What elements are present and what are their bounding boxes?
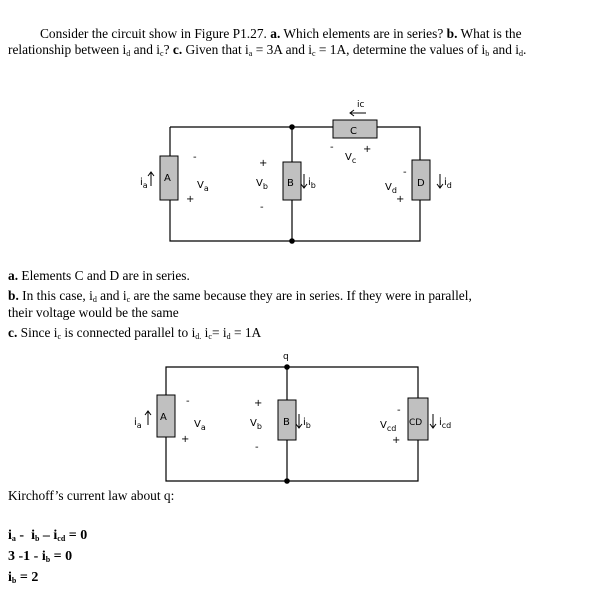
kirchoff-label: Kirchoff’s current law about q: — [8, 488, 175, 503]
answer-c: c. Since ic is connected parallel to id.… — [8, 325, 262, 341]
node-bottom — [289, 238, 295, 244]
voltage-vc-label: Vc — [345, 152, 356, 165]
current-ib2-label: ib — [303, 417, 311, 430]
element-cd-label: CD — [409, 418, 422, 428]
svg-text:-: - — [397, 405, 401, 416]
voltage-vcd-label: Vcd — [380, 420, 396, 433]
svg-text:-: - — [186, 396, 190, 407]
svg-text:+: + — [259, 158, 267, 169]
voltage-vb2-label: Vb — [250, 418, 262, 431]
answer-b-cont: their voltage would be the same — [8, 305, 179, 320]
element-b-2 — [277, 399, 297, 441]
element-a2-label: A — [160, 412, 167, 423]
answer-a: a. Elements C and D are in series. — [8, 268, 190, 283]
equation-3: ib = 2 — [8, 570, 39, 585]
problem-statement: Consider the circuit show in Figure P1.2… — [8, 26, 527, 58]
node-top — [289, 124, 295, 130]
current-ib-label: ib — [308, 177, 316, 190]
current-id-label: id — [444, 177, 452, 190]
element-a-2 — [156, 394, 176, 438]
current-ia2-label: ia — [134, 417, 142, 430]
svg-text:+: + — [186, 194, 194, 205]
current-icd-label: icd — [439, 417, 451, 430]
current-ia-label: ia — [140, 177, 148, 190]
svg-text:-: - — [260, 202, 264, 213]
node-q-label: q — [283, 352, 289, 362]
node-q — [284, 364, 290, 370]
element-a-1 — [159, 155, 179, 201]
element-b-label: B — [287, 178, 294, 189]
svg-text:-: - — [193, 152, 197, 163]
svg-text:+: + — [254, 398, 262, 409]
equation-1: ia - ib – icd = 0 — [8, 528, 88, 543]
answer-b: b. In this case, id and ic are the same … — [8, 288, 472, 304]
element-cd-2 — [407, 397, 429, 441]
svg-text:+: + — [181, 434, 189, 445]
voltage-vd-label: Vd — [385, 182, 397, 195]
element-d-1 — [411, 159, 431, 201]
current-ic-label: ic — [357, 100, 365, 110]
svg-text:+: + — [392, 435, 400, 446]
element-b-1 — [282, 161, 302, 201]
equation-2: 3 -1 - ib = 0 — [8, 549, 73, 564]
voltage-va2-label: Va — [194, 419, 206, 432]
voltage-vb-label: Vb — [256, 178, 268, 191]
svg-text:-: - — [255, 442, 259, 453]
element-d-label: D — [417, 178, 425, 189]
voltage-va-label: Va — [197, 180, 209, 193]
element-c-label: C — [350, 126, 357, 137]
svg-text:-: - — [403, 167, 407, 178]
element-a-label: A — [164, 173, 171, 184]
svg-text:+: + — [363, 144, 371, 155]
svg-text:-: - — [330, 142, 334, 153]
element-c-1 — [332, 119, 378, 139]
element-b2-label: B — [283, 417, 290, 428]
svg-text:+: + — [396, 194, 404, 205]
node-bottom-2 — [284, 478, 290, 484]
